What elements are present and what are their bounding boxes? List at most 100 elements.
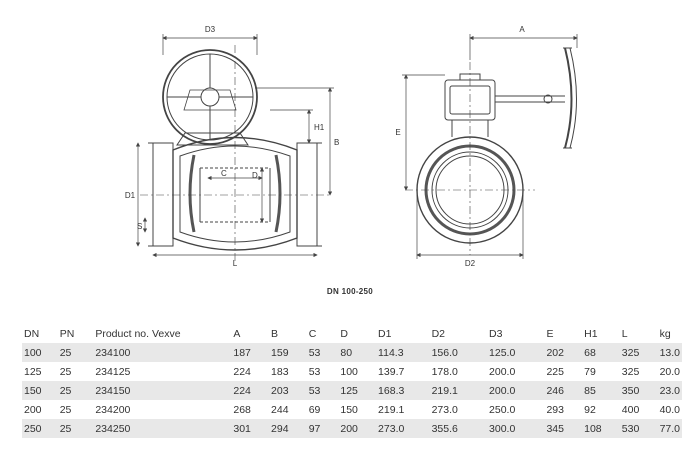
table-cell: 345 — [544, 419, 583, 438]
table-cell: 219.1 — [376, 400, 430, 419]
side-view-dimensions — [135, 34, 334, 258]
table-cell: 234200 — [93, 400, 232, 419]
table-cell: 355.6 — [429, 419, 488, 438]
dim-label-l: L — [233, 259, 238, 268]
column-header: D — [340, 327, 348, 340]
column-header: L — [621, 327, 628, 340]
table-cell: 234250 — [93, 419, 232, 438]
dim-label-c: C — [221, 169, 227, 178]
table-cell: 225 — [544, 362, 583, 381]
table-cell: 114.3 — [376, 343, 430, 362]
table-cell: 53 — [306, 381, 339, 400]
table-cell: 234150 — [93, 381, 232, 400]
front-view-dimensions — [402, 34, 578, 259]
table-cell: 159 — [269, 343, 307, 362]
table-cell: 40.0 — [657, 400, 682, 419]
table-cell: 200.0 — [487, 362, 545, 381]
table-cell: 68 — [582, 343, 620, 362]
table-cell: 400 — [619, 400, 658, 419]
table-cell: 23.0 — [657, 381, 682, 400]
table-row: 150 25 234150 224 203 53 125 168.3 219.1… — [22, 381, 682, 400]
column-header: PN — [59, 327, 75, 340]
table-cell: 13.0 — [657, 343, 682, 362]
drawing-caption: DN 100-250 — [326, 287, 374, 296]
table-cell: 273.0 — [376, 419, 430, 438]
table-cell: 178.0 — [429, 362, 488, 381]
table-cell: 301 — [231, 419, 270, 438]
table-cell: 268 — [231, 400, 270, 419]
table-cell: 224 — [231, 362, 270, 381]
dim-label-d: D — [252, 171, 258, 180]
table-cell: 100 — [22, 343, 58, 362]
table-cell: 183 — [269, 362, 307, 381]
table-cell: 25 — [57, 400, 94, 419]
table-cell: 92 — [582, 400, 620, 419]
table-cell: 125.0 — [487, 343, 545, 362]
column-header: B — [271, 327, 279, 340]
table-cell: 250.0 — [487, 400, 545, 419]
dim-label-d3: D3 — [205, 25, 216, 34]
table-cell: 53 — [306, 362, 339, 381]
table-cell: 244 — [269, 400, 307, 419]
table-cell: 350 — [619, 381, 658, 400]
table-cell: 85 — [582, 381, 620, 400]
table-cell: 79 — [582, 362, 620, 381]
column-header: kg — [659, 327, 671, 340]
table-cell: 325 — [619, 362, 658, 381]
table-cell: 200.0 — [487, 381, 545, 400]
specification-table: DN PN Product no. Vexve A B C D D1 D2 D3… — [22, 324, 682, 438]
table-cell: 203 — [269, 381, 307, 400]
table-cell: 219.1 — [429, 381, 488, 400]
table-cell: 108 — [582, 419, 620, 438]
column-header: Product no. Vexve — [95, 327, 181, 340]
table-cell: 125 — [338, 381, 377, 400]
table-cell: 156.0 — [429, 343, 488, 362]
table-cell: 139.7 — [376, 362, 430, 381]
table-cell: 77.0 — [657, 419, 682, 438]
table-row: 100 25 234100 187 159 53 80 114.3 156.0 … — [22, 343, 682, 362]
dim-label-a: A — [519, 25, 525, 34]
table-cell: 234125 — [93, 362, 232, 381]
dim-label-b: B — [334, 138, 339, 147]
dim-label-h1: H1 — [314, 123, 325, 132]
column-header: C — [308, 327, 317, 340]
valve-technical-drawing: D3 H1 B C D D1 S L — [125, 25, 578, 268]
table-row: 250 25 234250 301 294 97 200 273.0 355.6… — [22, 419, 682, 438]
table-cell: 200 — [338, 419, 377, 438]
table-cell: 150 — [22, 381, 58, 400]
table-cell: 530 — [619, 419, 658, 438]
column-header: D1 — [378, 327, 392, 340]
table-cell: 224 — [231, 381, 270, 400]
table-cell: 97 — [306, 419, 339, 438]
table-cell: 150 — [338, 400, 377, 419]
dim-label-s: S — [137, 222, 142, 231]
table-cell: 25 — [57, 362, 94, 381]
column-header: E — [546, 327, 554, 340]
table-row: 125 25 234125 224 183 53 100 139.7 178.0… — [22, 362, 682, 381]
table-cell: 325 — [619, 343, 658, 362]
table-cell: 246 — [544, 381, 583, 400]
table-header-row: DN PN Product no. Vexve A B C D D1 D2 D3… — [22, 324, 682, 343]
table-cell: 168.3 — [376, 381, 430, 400]
valve-front-view — [405, 47, 577, 255]
dim-label-e: E — [395, 128, 400, 137]
column-header: H1 — [584, 327, 598, 340]
table-cell: 234100 — [93, 343, 232, 362]
table-cell: 294 — [269, 419, 307, 438]
table-cell: 80 — [338, 343, 377, 362]
table-cell: 53 — [306, 343, 339, 362]
table-cell: 250 — [22, 419, 58, 438]
table-cell: 202 — [544, 343, 583, 362]
table-cell: 20.0 — [657, 362, 682, 381]
column-header: DN — [24, 327, 40, 340]
table-cell: 125 — [22, 362, 58, 381]
valve-side-view — [140, 45, 330, 262]
dim-label-d2: D2 — [465, 259, 476, 268]
column-header: A — [233, 327, 241, 340]
dim-label-d1: D1 — [125, 191, 136, 200]
table-cell: 25 — [57, 381, 94, 400]
table-row: 200 25 234200 268 244 69 150 219.1 273.0… — [22, 400, 682, 419]
table-cell: 25 — [57, 419, 94, 438]
table-cell: 69 — [306, 400, 339, 419]
table-cell: 100 — [338, 362, 377, 381]
